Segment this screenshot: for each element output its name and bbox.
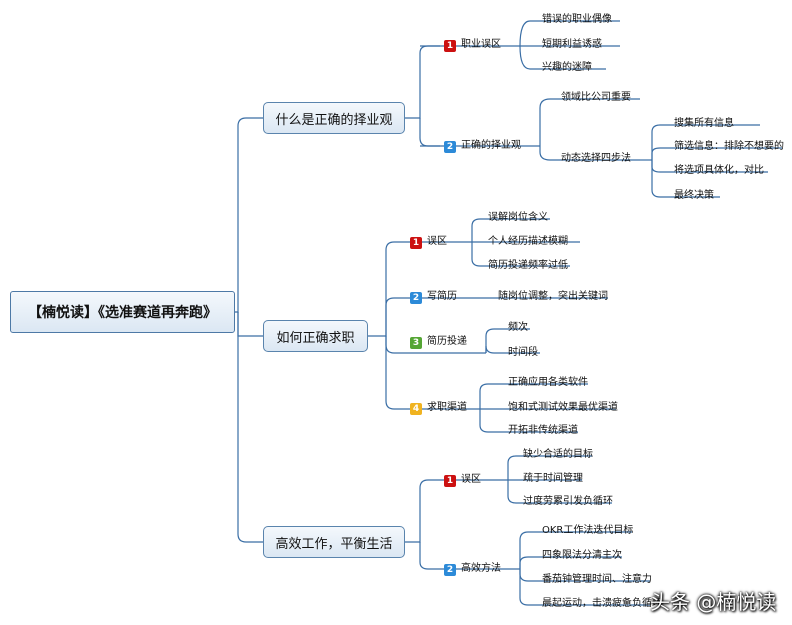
number-badge-1: 1 (410, 237, 422, 249)
leaf-item[interactable]: 饱和式测试效果最优渠道 (508, 402, 618, 413)
subtopic-resume-writing[interactable]: 2 写简历 (410, 291, 457, 304)
number-badge-1: 1 (444, 475, 456, 487)
subtopic-label: 正确的择业观 (461, 140, 521, 151)
leaf-item[interactable]: OKR工作法迭代目标 (542, 525, 634, 536)
branch-career-view[interactable]: 什么是正确的择业观 (263, 102, 405, 134)
leaf-item[interactable]: 疏于时间管理 (523, 473, 583, 484)
leaf-item[interactable]: 将选项具体化，对比 (674, 165, 764, 176)
number-badge-4: 4 (410, 403, 422, 415)
subtopic-label: 写简历 (427, 291, 457, 302)
leaf-item[interactable]: 简历投递频率过低 (488, 260, 568, 271)
watermark-text: 头条 @楠悦读 (650, 590, 777, 614)
leaf-item[interactable]: 正确应用各类软件 (508, 377, 588, 388)
leaf-item[interactable]: 四象限法分清主次 (542, 550, 622, 561)
subtopic-label: 简历投递 (427, 336, 467, 347)
leaf-item[interactable]: 误解岗位含义 (488, 212, 548, 223)
leaf-item[interactable]: 动态选择四步法 (561, 153, 631, 164)
subtopic-career-misconception[interactable]: 1 职业误区 (444, 39, 501, 52)
subtopic-job-channels[interactable]: 4 求职渠道 (410, 402, 467, 415)
subtopic-label: 误区 (461, 474, 481, 485)
leaf-item[interactable]: 个人经历描述模糊 (488, 236, 568, 247)
subtopic-work-misconception[interactable]: 1 误区 (444, 474, 481, 487)
leaf-item[interactable]: 过度劳累引发负循环 (523, 496, 613, 507)
leaf-item[interactable]: 筛选信息：排除不想要的 (674, 141, 784, 152)
subtopic-job-misconception[interactable]: 1 误区 (410, 236, 447, 249)
root-topic[interactable]: 【楠悦读】《选准赛道再奔跑》 (10, 291, 235, 333)
subtopic-label: 高效方法 (461, 563, 501, 574)
leaf-item[interactable]: 随岗位调整，突出关键词 (498, 291, 608, 302)
number-badge-3: 3 (410, 337, 422, 349)
subtopic-resume-delivery[interactable]: 3 简历投递 (410, 336, 467, 349)
number-badge-2: 2 (444, 564, 456, 576)
leaf-item[interactable]: 番茄钟管理时间、注意力 (542, 574, 652, 585)
branch-efficient-work[interactable]: 高效工作，平衡生活 (263, 526, 405, 558)
leaf-item[interactable]: 开拓非传统渠道 (508, 425, 578, 436)
number-badge-1: 1 (444, 40, 456, 52)
leaf-item[interactable]: 最终决策 (674, 190, 714, 201)
leaf-item[interactable]: 时间段 (508, 347, 538, 358)
number-badge-2: 2 (410, 292, 422, 304)
subtopic-label: 误区 (427, 236, 447, 247)
leaf-item[interactable]: 缺少合适的目标 (523, 449, 593, 460)
leaf-item[interactable]: 晨起运动，击溃疲惫负循环 (542, 598, 662, 609)
leaf-item[interactable]: 错误的职业偶像 (542, 14, 612, 25)
leaf-item[interactable]: 领域比公司重要 (561, 92, 631, 103)
subtopic-label: 职业误区 (461, 39, 501, 50)
subtopic-correct-career-view[interactable]: 2 正确的择业观 (444, 140, 521, 153)
leaf-item[interactable]: 频次 (508, 322, 528, 333)
leaf-item[interactable]: 搜集所有信息 (674, 118, 734, 129)
branch-job-hunting[interactable]: 如何正确求职 (263, 320, 368, 352)
subtopic-efficient-methods[interactable]: 2 高效方法 (444, 563, 501, 576)
leaf-item[interactable]: 兴趣的迷障 (542, 62, 592, 73)
subtopic-label: 求职渠道 (427, 402, 467, 413)
number-badge-2: 2 (444, 141, 456, 153)
leaf-item[interactable]: 短期利益诱惑 (542, 39, 602, 50)
